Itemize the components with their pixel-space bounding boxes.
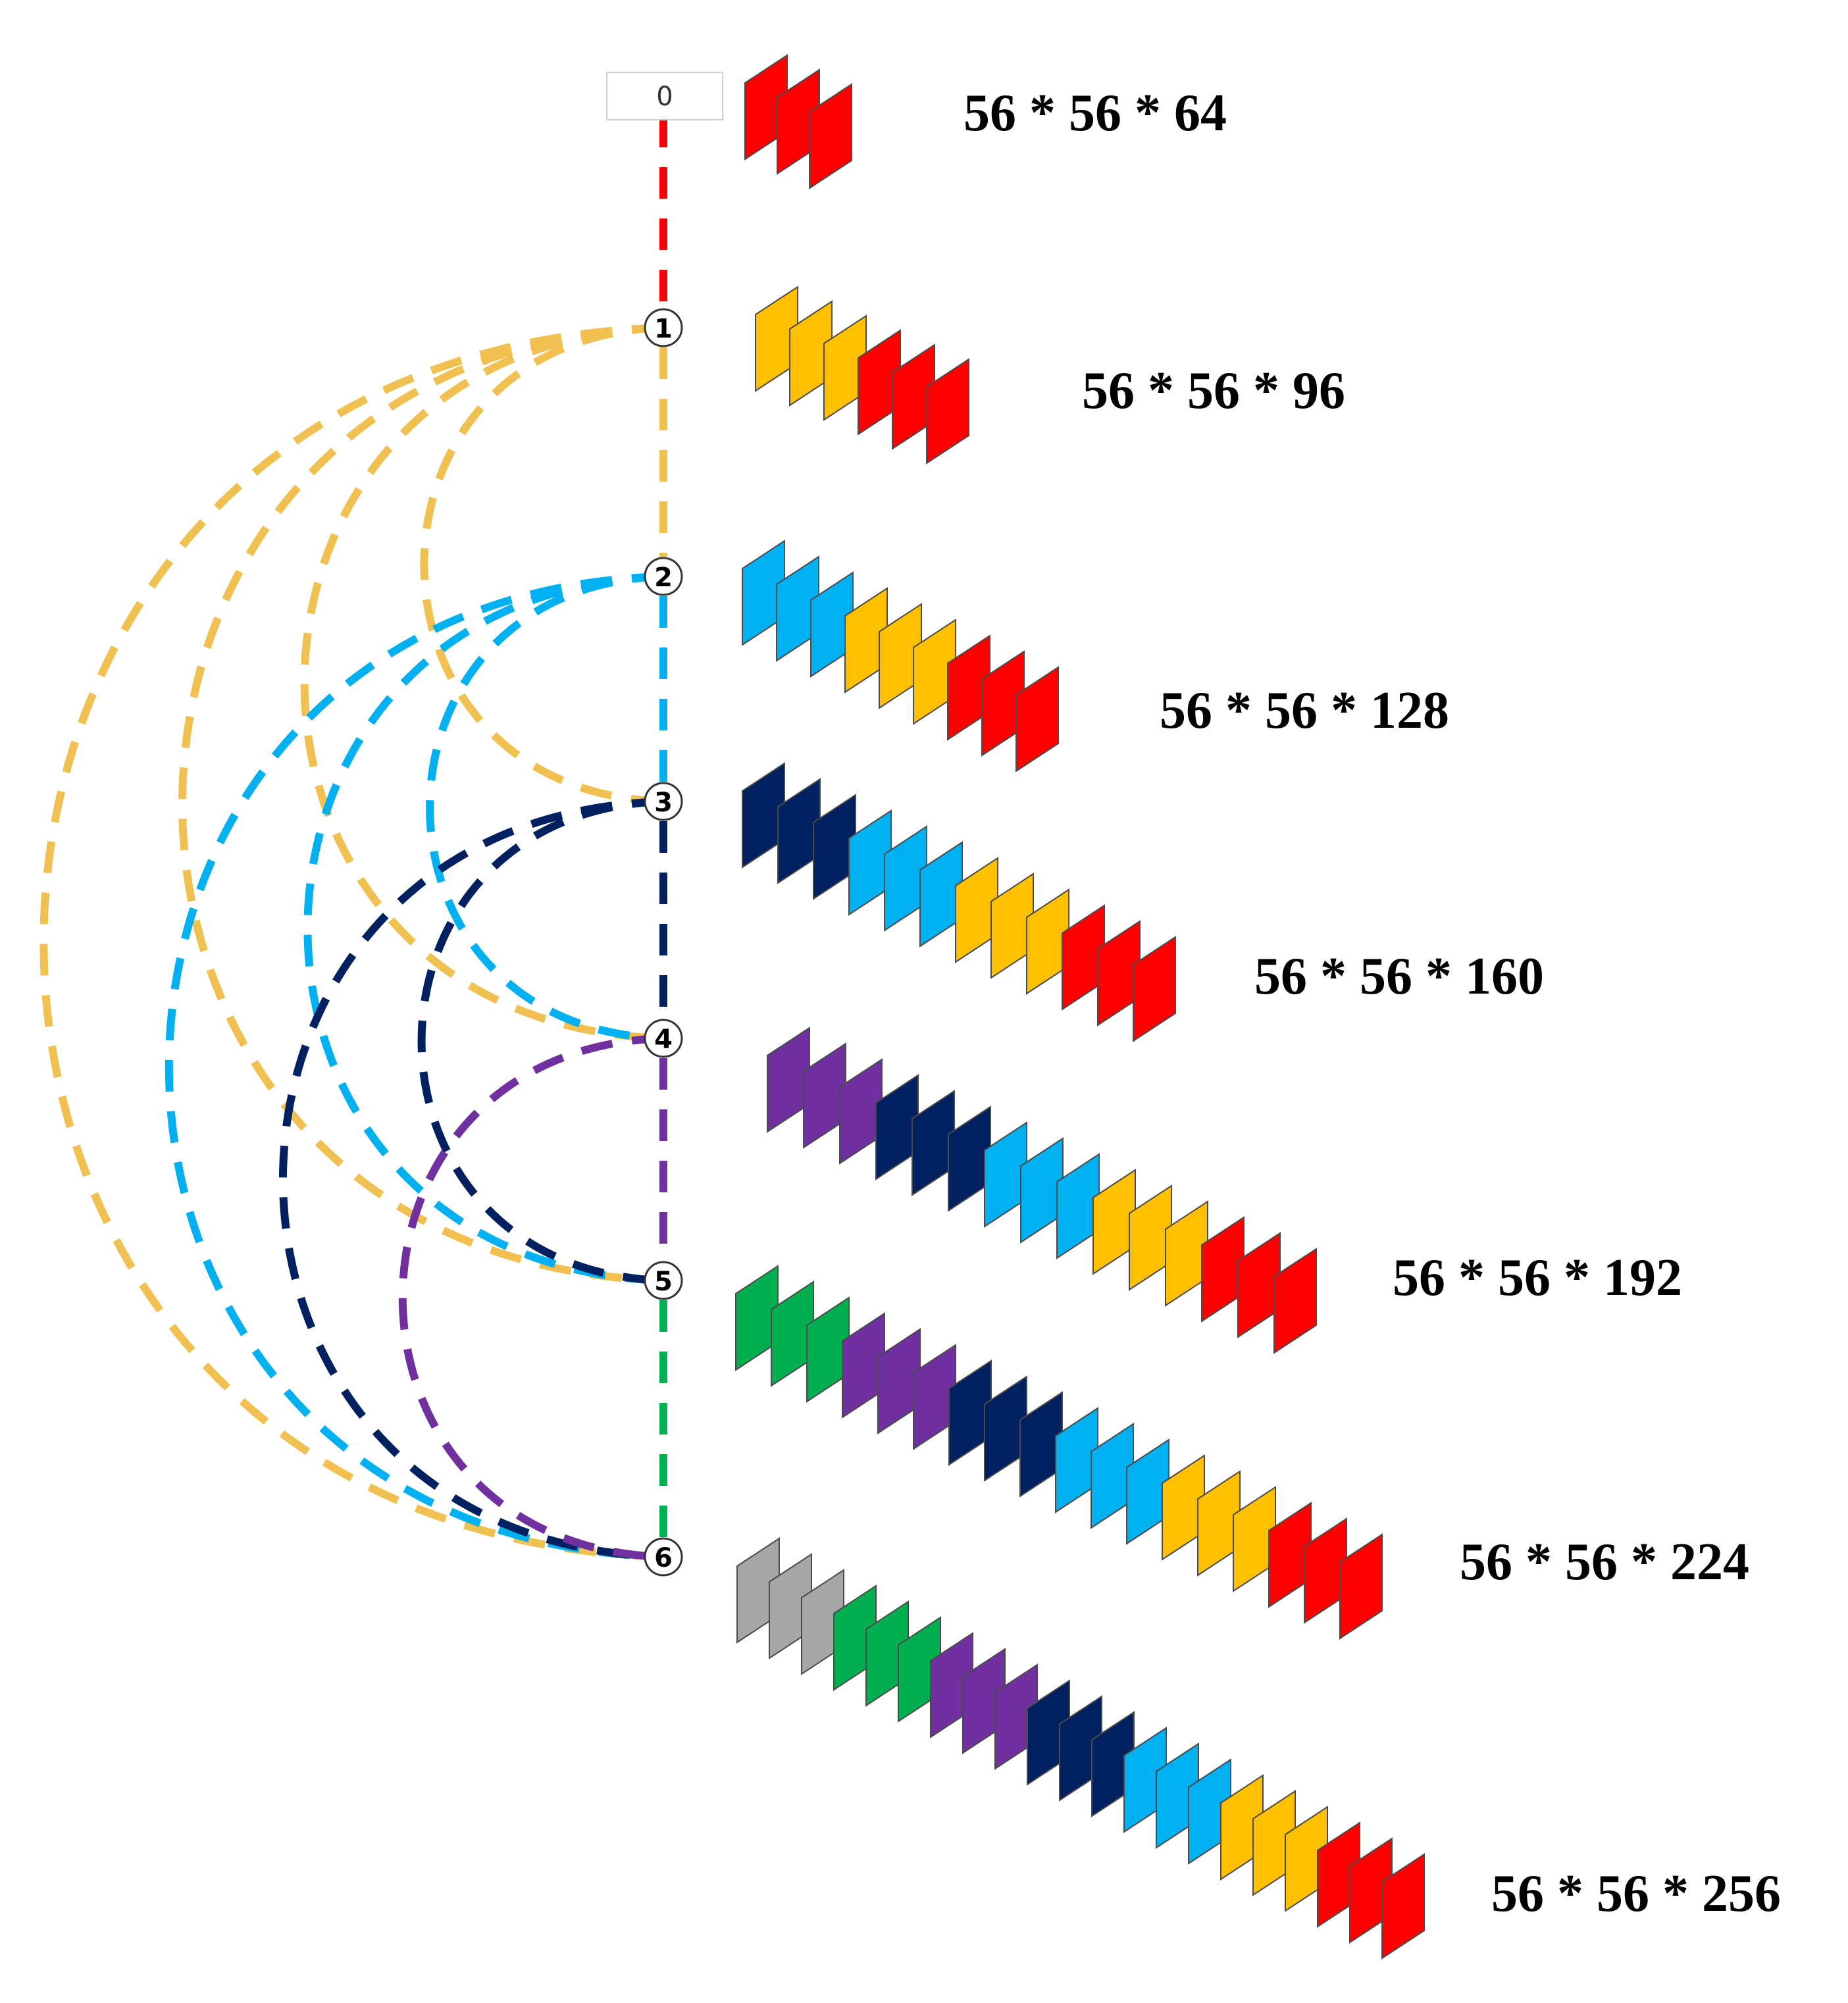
feature-plane-layer-0	[1133, 936, 1176, 1042]
stack-0: 56 * 56 * 64	[744, 54, 1227, 190]
edge-2-6	[165, 572, 664, 1561]
node-label: 1	[654, 314, 673, 344]
edge-3-6	[278, 798, 664, 1561]
feature-plane-layer-0	[809, 83, 852, 190]
edge-4-6	[398, 1034, 664, 1561]
node-label: 2	[654, 563, 673, 593]
node-4: 4	[644, 1019, 683, 1058]
node-label: 6	[654, 1543, 673, 1573]
feature-plane-layer-0	[1273, 1248, 1317, 1354]
edge-1-6	[39, 324, 664, 1561]
edge-1-3	[420, 324, 664, 805]
feature-map-stacks: 56 * 56 * 64 56 * 56 * 96 56 * 56 * 128 56 …	[735, 54, 1781, 1960]
edge-3-5	[417, 798, 664, 1284]
node-circle	[644, 308, 683, 347]
stack-dimension-label: 56 * 56 * 64	[963, 84, 1227, 142]
node-label: 4	[654, 1025, 673, 1055]
stack-2: 56 * 56 * 128	[742, 540, 1449, 773]
input-node-box	[606, 72, 723, 120]
node-circle	[644, 1261, 683, 1300]
stack-dimension-label: 56 * 56 * 224	[1460, 1533, 1749, 1591]
node-label: 3	[654, 788, 673, 818]
node-circle	[644, 782, 683, 821]
node-circle	[644, 557, 683, 596]
stack-dimension-label: 56 * 56 * 256	[1491, 1865, 1781, 1923]
stack-4: 56 * 56 * 192	[767, 1027, 1682, 1354]
input-node-label: 0	[656, 82, 673, 112]
stack-dimension-label: 56 * 56 * 96	[1082, 362, 1345, 420]
stack-1: 56 * 56 * 96	[755, 286, 1345, 465]
feature-plane-layer-0	[926, 358, 969, 465]
node-2: 2	[644, 557, 683, 596]
stack-dimension-label: 56 * 56 * 160	[1254, 948, 1544, 1005]
node-6: 6	[644, 1537, 683, 1577]
stack-dimension-label: 56 * 56 * 192	[1393, 1249, 1682, 1307]
nodes: 0 1 2 3 4 5 6	[606, 72, 723, 1577]
feature-plane-layer-0	[1339, 1533, 1383, 1640]
edge-2-5	[303, 572, 664, 1284]
stack-3: 56 * 56 * 160	[742, 762, 1544, 1042]
node-5: 5	[644, 1261, 683, 1300]
connections	[39, 116, 667, 1561]
stack-6: 56 * 56 * 256	[736, 1537, 1781, 1960]
feature-plane-layer-0	[1015, 666, 1059, 773]
edge-2-4	[426, 572, 664, 1042]
node-1: 1	[644, 308, 683, 347]
node-label: 5	[654, 1267, 673, 1297]
node-circle	[644, 1019, 683, 1058]
edge-1-4	[300, 324, 664, 1042]
edge-1-5	[178, 324, 664, 1284]
node-circle	[644, 1537, 683, 1577]
stack-5: 56 * 56 * 224	[735, 1265, 1749, 1640]
feature-plane-layer-0	[1381, 1853, 1425, 1960]
input-node-0: 0	[606, 72, 723, 120]
node-3: 3	[644, 782, 683, 821]
stack-dimension-label: 56 * 56 * 128	[1160, 682, 1449, 740]
